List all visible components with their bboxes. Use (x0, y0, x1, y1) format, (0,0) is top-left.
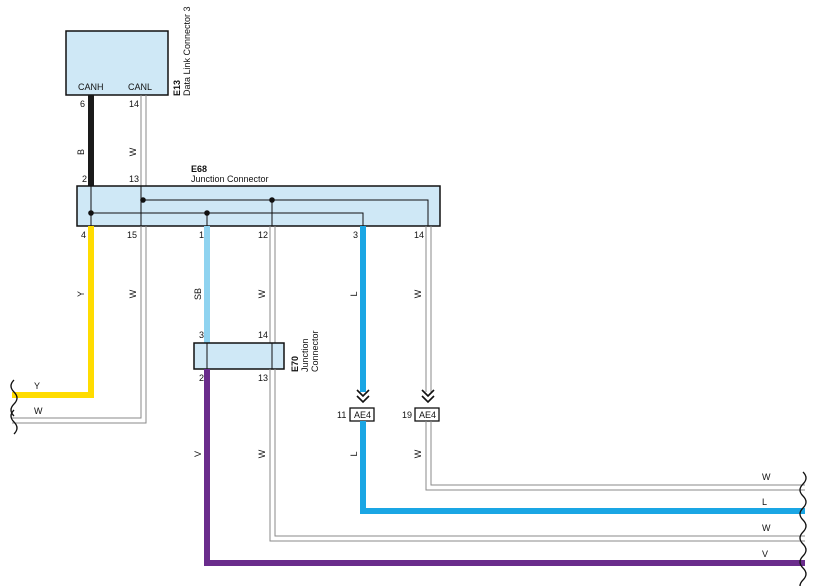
e70-pin-2: 2 (199, 373, 204, 383)
wire-label-y-horiz: Y (34, 381, 40, 391)
left-break-mark-1 (10, 379, 18, 417)
wire-label-y-vert: Y (76, 291, 86, 297)
ae4-pin-19: 19 (402, 410, 412, 420)
wire-l-lower (360, 421, 805, 514)
wire-label-w-3: W (34, 406, 43, 416)
left-break-mark-2 (10, 409, 18, 435)
e70-name-line1: Junction (300, 338, 310, 372)
e68-name: Junction Connector (191, 174, 269, 184)
wire-label-l-2: L (349, 451, 359, 456)
e13-connector-box (65, 30, 169, 96)
e68-splice-dot-3 (204, 210, 210, 216)
ae4-chevron-19 (421, 389, 435, 404)
e70-name-line2: Connector (310, 330, 320, 372)
wire-label-v-1: V (193, 451, 203, 457)
wire-label-l-3: L (762, 497, 767, 507)
wire-y (12, 226, 94, 398)
ae4-pin-11: 11 (337, 410, 346, 420)
wire-label-sb: SB (193, 288, 203, 300)
e13-pin-14: 14 (129, 99, 139, 109)
e68-pin-14: 14 (414, 230, 424, 240)
wire-w-pin12 (269, 226, 276, 343)
wire-w-pin14 (425, 226, 432, 392)
wire-w-e70-13 (269, 369, 805, 542)
e70-code: E70 (290, 356, 300, 372)
ae4-chevron-11 (356, 389, 370, 404)
e68-pin-13: 13 (129, 174, 139, 184)
wire-label-w-1: W (128, 147, 138, 156)
wire-label-w-2: W (128, 289, 138, 298)
wire-w-e13 (140, 95, 147, 186)
e68-pin-3: 3 (353, 230, 358, 240)
wire-label-w-5: W (413, 289, 423, 298)
e13-canl-label: CANL (128, 82, 152, 92)
right-break-mark (799, 471, 807, 586)
e68-internal-bus (90, 186, 429, 226)
wire-w-ae4-19 (425, 421, 805, 491)
e13-pin-6: 6 (80, 99, 85, 109)
e68-pin-2: 2 (82, 174, 87, 184)
e70-connector-box (193, 342, 285, 370)
ae4-label-11: AE4 (354, 410, 371, 420)
ae4-label-19: AE4 (419, 410, 436, 420)
wire-label-b: B (76, 149, 86, 155)
wire-label-w-9: W (762, 523, 771, 533)
wire-w-pin15 (12, 226, 147, 424)
e68-pin-4: 4 (81, 230, 86, 240)
wire-label-w-7: W (762, 472, 771, 482)
e68-pin-12: 12 (258, 230, 268, 240)
e68-splice-dot-1 (88, 210, 94, 216)
e68-connector-box (76, 185, 441, 227)
wire-label-w-6: W (413, 449, 423, 458)
e70-pin-14: 14 (258, 330, 268, 340)
wire-v (204, 369, 805, 566)
e68-code: E68 (191, 164, 207, 174)
e68-pin-1: 1 (199, 230, 204, 240)
e70-pin-13: 13 (258, 373, 268, 383)
e68-splice-dot-2 (140, 197, 146, 203)
wire-label-v-2: V (762, 549, 768, 559)
e68-splice-dot-4 (269, 197, 275, 203)
e13-canh-label: CANH (78, 82, 104, 92)
ae4-box-19 (414, 407, 440, 422)
wire-label-w-4: W (257, 289, 267, 298)
e68-pin-15: 15 (127, 230, 137, 240)
e13-code: E13 (172, 80, 182, 96)
e70-pin-3: 3 (199, 330, 204, 340)
e13-name: Data Link Connector 3 (182, 6, 192, 96)
wire-label-w-8: W (257, 449, 267, 458)
wire-label-l-1: L (349, 291, 359, 296)
